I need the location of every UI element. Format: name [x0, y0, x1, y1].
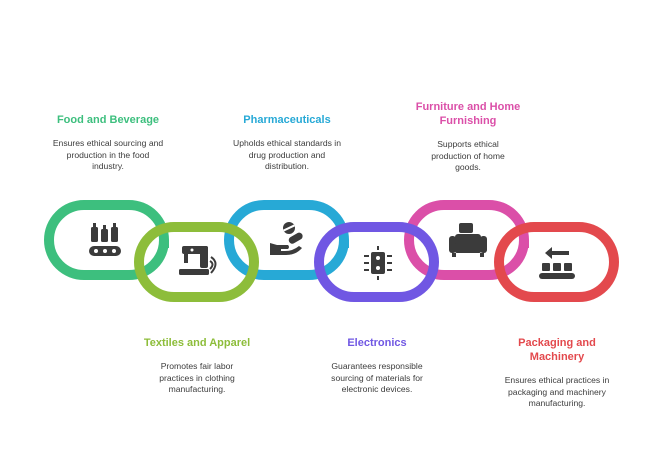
bottles-conveyor-icon — [89, 223, 121, 256]
label-furniture: Furniture and Home Furnishing Supports e… — [402, 100, 534, 174]
pills-hand-icon — [270, 222, 303, 255]
title-electronics: Electronics — [347, 337, 407, 349]
label-electronics: Electronics Guarantees responsible sourc… — [312, 336, 442, 396]
title-packaging-and-machinery: Packaging and Machinery — [518, 337, 596, 363]
sofa-icon — [449, 223, 487, 257]
label-food-and-beverage: Food and Beverage Ensures ethical sourci… — [43, 113, 173, 173]
link-textiles — [134, 222, 259, 302]
title-furniture: Furniture and Home Furnishing — [415, 101, 521, 127]
desc-packaging-and-machinery: Ensures ethical practices in packaging a… — [504, 375, 610, 408]
title-textiles-and-apparel: Textiles and Apparel — [143, 337, 251, 349]
desc-food-and-beverage: Ensures ethical sourcing and production … — [52, 138, 164, 171]
desc-pharmaceuticals: Upholds ethical standards in drug produc… — [233, 138, 341, 171]
title-pharmaceuticals: Pharmaceuticals — [243, 114, 331, 126]
label-pharmaceuticals: Pharmaceuticals Upholds ethical standard… — [222, 113, 352, 173]
link-electronics — [314, 222, 439, 302]
label-packaging-and-machinery: Packaging and Machinery Ensures ethical … — [492, 336, 622, 410]
desc-electronics: Guarantees responsible sourcing of mater… — [331, 361, 423, 394]
microchip-icon — [364, 246, 392, 280]
title-food-and-beverage: Food and Beverage — [56, 114, 160, 126]
link-packaging — [494, 222, 619, 302]
conveyor-boxes-icon — [539, 247, 575, 279]
desc-textiles-and-apparel: Promotes fair labor practices in clothin… — [159, 361, 235, 394]
sewing-machine-icon — [179, 246, 217, 275]
label-textiles-and-apparel: Textiles and Apparel Promotes fair labor… — [132, 336, 262, 396]
desc-furniture: Supports ethical production of home good… — [431, 139, 505, 172]
